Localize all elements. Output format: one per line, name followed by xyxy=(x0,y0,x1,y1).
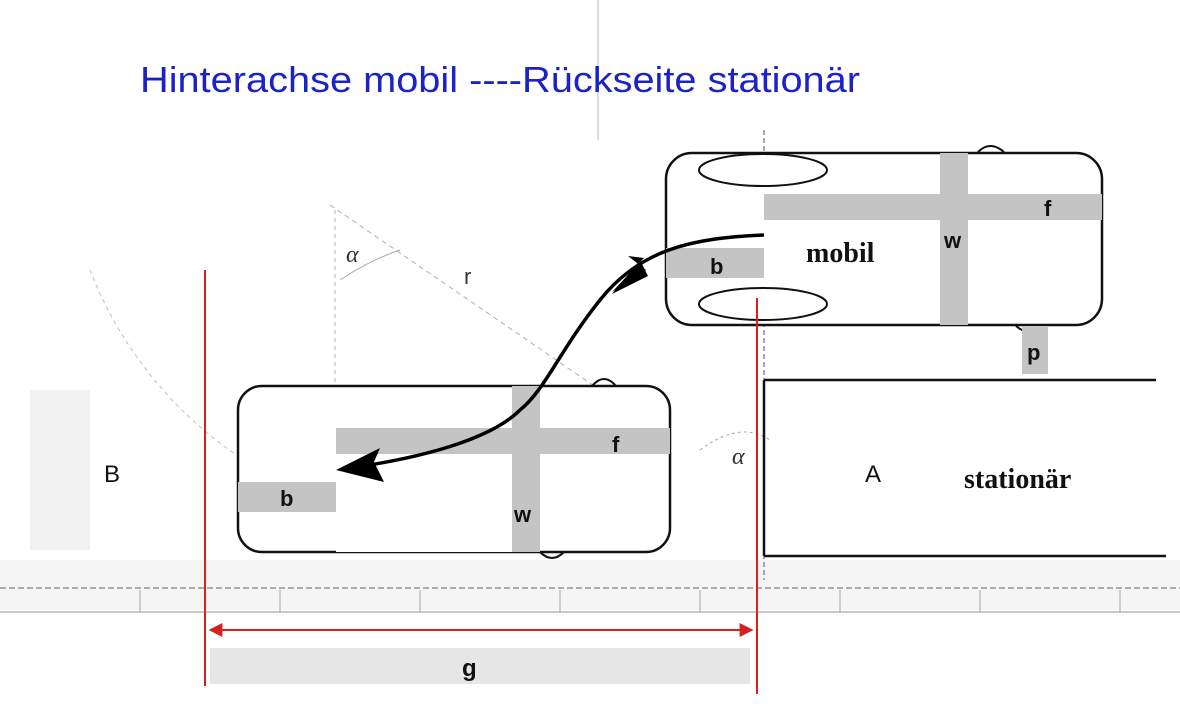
label-r: r xyxy=(464,264,471,289)
arrowhead-upper-fill xyxy=(612,260,648,294)
label-A: A xyxy=(865,461,881,488)
diagram-title: Hinterachse mobil ----Rückseite stationä… xyxy=(140,59,860,100)
dimension-g xyxy=(204,270,758,694)
label-f-mobile: f xyxy=(1044,196,1052,221)
mobile-wheel-top xyxy=(698,153,828,187)
label-stationaer: stationär xyxy=(964,464,1071,495)
label-g: g xyxy=(462,655,477,682)
label-mobil: mobil xyxy=(806,238,875,269)
stationary-box xyxy=(762,378,1166,558)
arrowhead-lower xyxy=(336,448,384,482)
label-alpha-mid: α xyxy=(732,444,745,470)
background-texture xyxy=(0,0,1180,684)
mobile-bar-w xyxy=(940,153,968,325)
parked-bar-b xyxy=(238,482,336,512)
parked-bar-w xyxy=(512,386,540,552)
mobile-vehicle xyxy=(664,145,1104,374)
label-b-mobile: b xyxy=(710,254,723,279)
label-w-parked: w xyxy=(513,502,532,527)
label-w-mobile: w xyxy=(943,228,962,253)
label-f-parked: f xyxy=(612,432,620,457)
label-p: p xyxy=(1027,340,1040,365)
label-B: B xyxy=(104,461,120,488)
label-alpha-top: α xyxy=(346,242,359,268)
label-b-parked: b xyxy=(280,486,293,511)
mobile-bar-p xyxy=(1022,326,1048,374)
mobile-bar-f xyxy=(764,194,1102,220)
parked-bar-f xyxy=(336,428,670,454)
mobile-wheel-bottom xyxy=(698,287,828,321)
parking-path-arrow xyxy=(336,233,765,482)
parked-vehicle xyxy=(236,378,672,559)
mobile-bar-b xyxy=(666,248,764,278)
